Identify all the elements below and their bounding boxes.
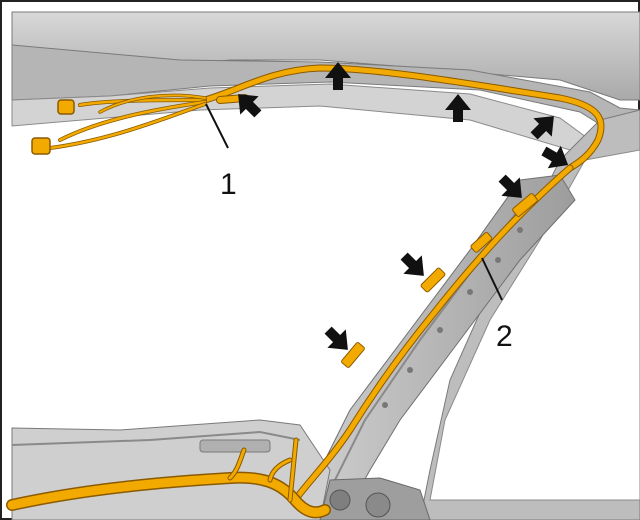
- dashboard-top-edge: [11, 430, 301, 446]
- dashboard-wiring-harness: [6, 437, 331, 519]
- a-pillar-wiring-harness: [291, 164, 574, 504]
- callout-2-leader: [481, 257, 503, 301]
- callout-1-label: 1: [220, 168, 237, 201]
- dashboard-panel: [11, 419, 331, 520]
- callout-1-leader: [205, 103, 229, 149]
- roof-wiring-harness: [48, 64, 605, 172]
- window-opening: [429, 149, 640, 501]
- callout-2-label: 2: [496, 320, 513, 353]
- roof-harness-connectors: [31, 99, 75, 155]
